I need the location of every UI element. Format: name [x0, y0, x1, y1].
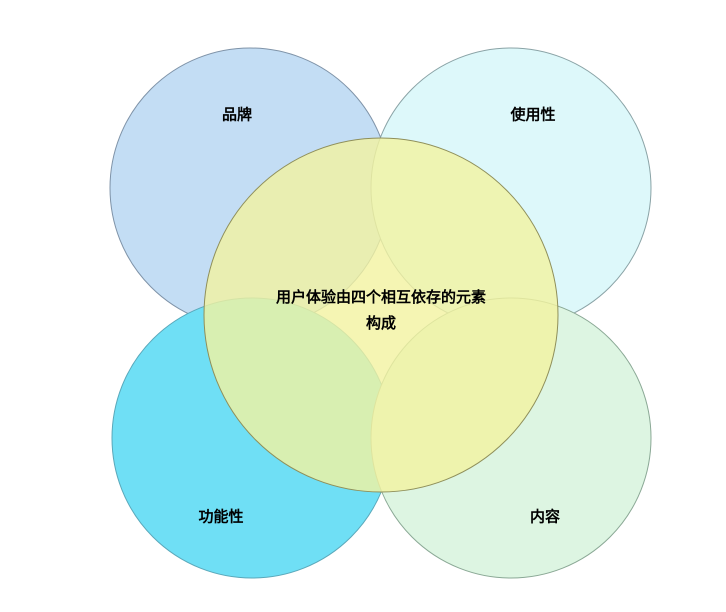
label-content: 内容 — [530, 508, 560, 526]
label-center-line1: 用户体验由四个相互依存的元素 — [276, 288, 486, 306]
label-brand: 品牌 — [222, 106, 252, 124]
label-usability: 使用性 — [509, 106, 555, 124]
label-center-line2: 构成 — [366, 314, 396, 332]
label-functionality: 功能性 — [198, 508, 243, 526]
circle-center-ux[interactable] — [203, 137, 559, 493]
